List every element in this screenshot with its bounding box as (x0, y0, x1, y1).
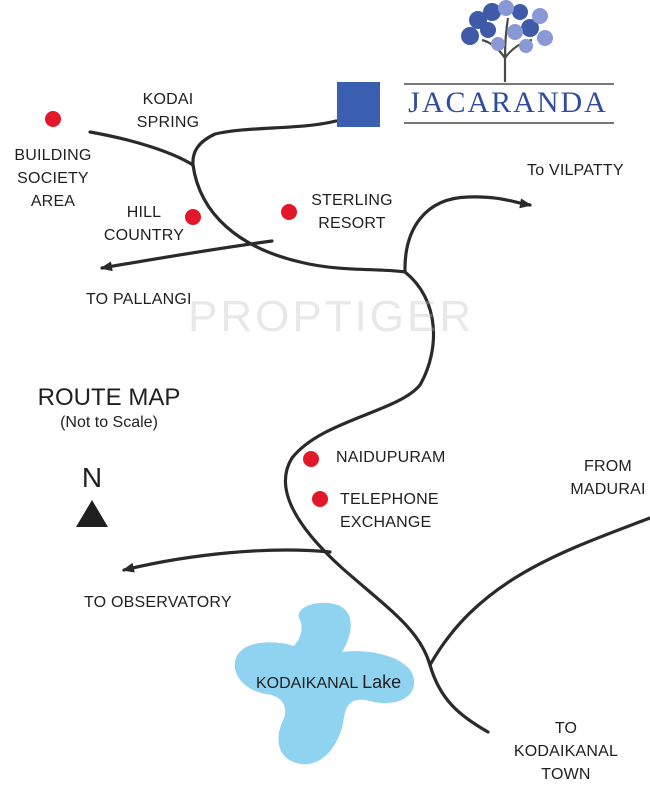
label-building-society-area: BUILDING SOCIETY AREA (14, 147, 92, 210)
marker-naidupuram (303, 451, 319, 467)
brand-name: JACARANDA (408, 86, 608, 119)
marker-hill-country (185, 209, 201, 225)
road-kodai-spring (191, 119, 338, 167)
lake-word: Lake (362, 672, 402, 692)
label-from-madurai: FROM MADURAI (570, 458, 646, 498)
marker-sterling-resort (281, 204, 297, 220)
road-to-vilpatty (403, 195, 532, 274)
map-subtitle: (Not to Scale) (60, 414, 158, 431)
label-telephone-exchange: TELEPHONE EXCHANGE (340, 491, 439, 531)
jacaranda-tree-icon (404, 0, 614, 124)
marker-building-society (45, 111, 61, 127)
label-to-observatory: TO OBSERVATORY (84, 594, 232, 611)
label-hill-country: HILL COUNTRY (103, 204, 185, 244)
kodaikanal-lake (234, 602, 415, 765)
road-to-observatory (122, 548, 332, 573)
north-arrow-icon (76, 500, 108, 527)
road-from-madurai (428, 516, 650, 667)
marker-telephone-exchange (312, 491, 328, 507)
label-kodai-spring: KODAI SPRING (136, 91, 200, 131)
road-to-pallangi (100, 239, 274, 272)
lake-name: KODAIKANAL (256, 675, 358, 692)
road-main (191, 163, 490, 734)
label-to-kodaikanal-town: TO KODAIKANAL TOWN (513, 720, 619, 783)
road-building-society (88, 130, 195, 167)
map-title: ROUTE MAP (37, 384, 181, 411)
label-to-vilpatty: To VILPATTY (527, 162, 624, 179)
label-kodaikanal-lake: KODAIKANAL Lake (256, 672, 401, 693)
label-sterling-resort: STERLING RESORT (311, 192, 393, 232)
watermark: PROPTIGER (188, 292, 475, 341)
label-naidupuram: NAIDUPURAM (336, 449, 446, 466)
project-site-marker (337, 82, 380, 127)
north-label: N (81, 462, 103, 493)
label-to-pallangi: TO PALLANGI (86, 291, 192, 308)
